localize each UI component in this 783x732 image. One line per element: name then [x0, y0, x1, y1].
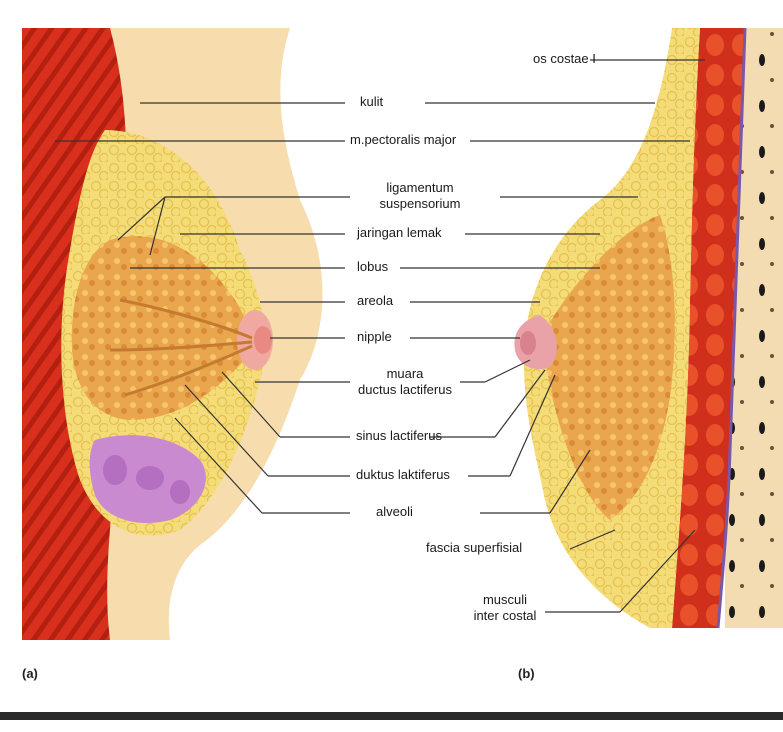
- label-nipple: nipple: [357, 330, 392, 344]
- label-alveoli: alveoli: [376, 505, 413, 519]
- label-areola: areola: [357, 294, 393, 308]
- label-kulit: kulit: [360, 95, 383, 109]
- label-muara-line2: ductus lactiferus: [345, 383, 465, 397]
- label-os-costae: os costae I: [533, 52, 596, 66]
- bottom-divider: [0, 712, 783, 720]
- panel-b-illustration: [514, 28, 783, 628]
- label-sinus-lactiferus: sinus lactiferus: [356, 429, 442, 443]
- label-ligamentum-line2: suspensorium: [360, 197, 480, 211]
- label-ligamentum-line1: ligamentum: [360, 181, 480, 195]
- label-fascia-superfisial: fascia superfisial: [426, 541, 522, 555]
- label-pectoralis-major: m.pectoralis major: [350, 133, 456, 147]
- label-lobus: lobus: [357, 260, 388, 274]
- panel-label-a: (a): [22, 666, 38, 681]
- label-musculi-line1: musculi: [460, 593, 550, 607]
- label-jaringan-lemak: jaringan lemak: [357, 226, 442, 240]
- panel-a-illustration: [22, 28, 323, 640]
- label-musculi-line2: inter costal: [460, 609, 550, 623]
- panel-label-b: (b): [518, 666, 535, 681]
- label-duktus-laktiferus: duktus laktiferus: [356, 468, 450, 482]
- label-muara-line1: muara: [345, 367, 465, 381]
